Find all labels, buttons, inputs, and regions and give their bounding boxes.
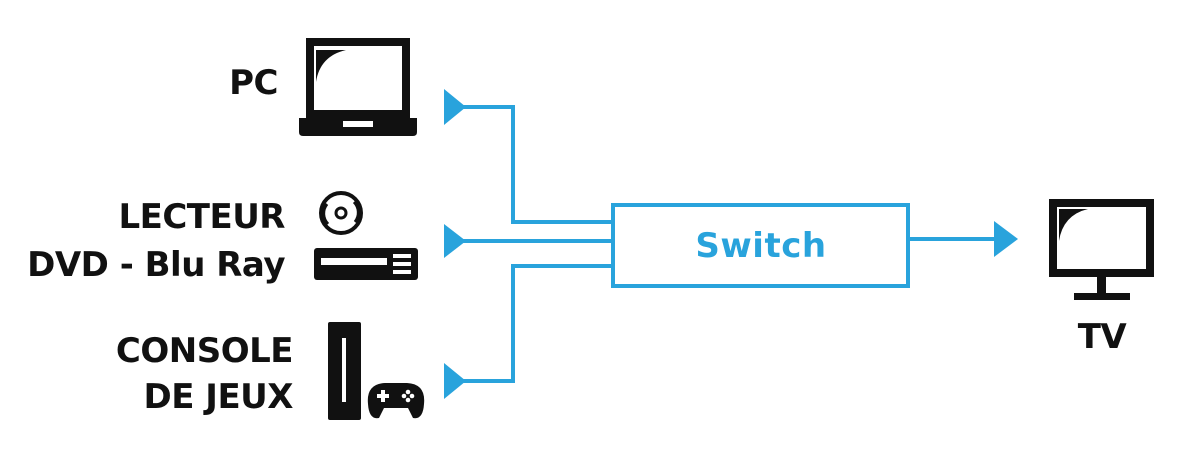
console-label-line2: DE JEUX — [144, 377, 294, 417]
gamepad-icon — [367, 383, 425, 419]
console-tower-icon — [328, 322, 361, 420]
console-label-line1: CONSOLE — [116, 331, 293, 371]
dvd-input-arrow — [444, 224, 466, 258]
pc-input-arrow — [444, 89, 466, 125]
pc-label: PC — [229, 63, 278, 103]
tv-output-arrow — [994, 221, 1018, 257]
dvd-label-line1: LECTEUR — [118, 197, 285, 237]
connector-lines — [444, 105, 998, 383]
console-input-arrow — [444, 363, 466, 399]
dvd-player-icon — [314, 248, 418, 280]
tv-label: TV — [1078, 317, 1128, 357]
switch-box — [611, 203, 910, 288]
console-connector-line — [444, 264, 612, 383]
pc-connector-line — [444, 105, 612, 224]
tv-icon — [1049, 199, 1154, 300]
switch-label: Switch — [695, 226, 826, 266]
disc-icon — [319, 191, 363, 235]
laptop-icon — [299, 38, 417, 136]
dvd-label-line2: DVD - Blu Ray — [27, 245, 285, 285]
